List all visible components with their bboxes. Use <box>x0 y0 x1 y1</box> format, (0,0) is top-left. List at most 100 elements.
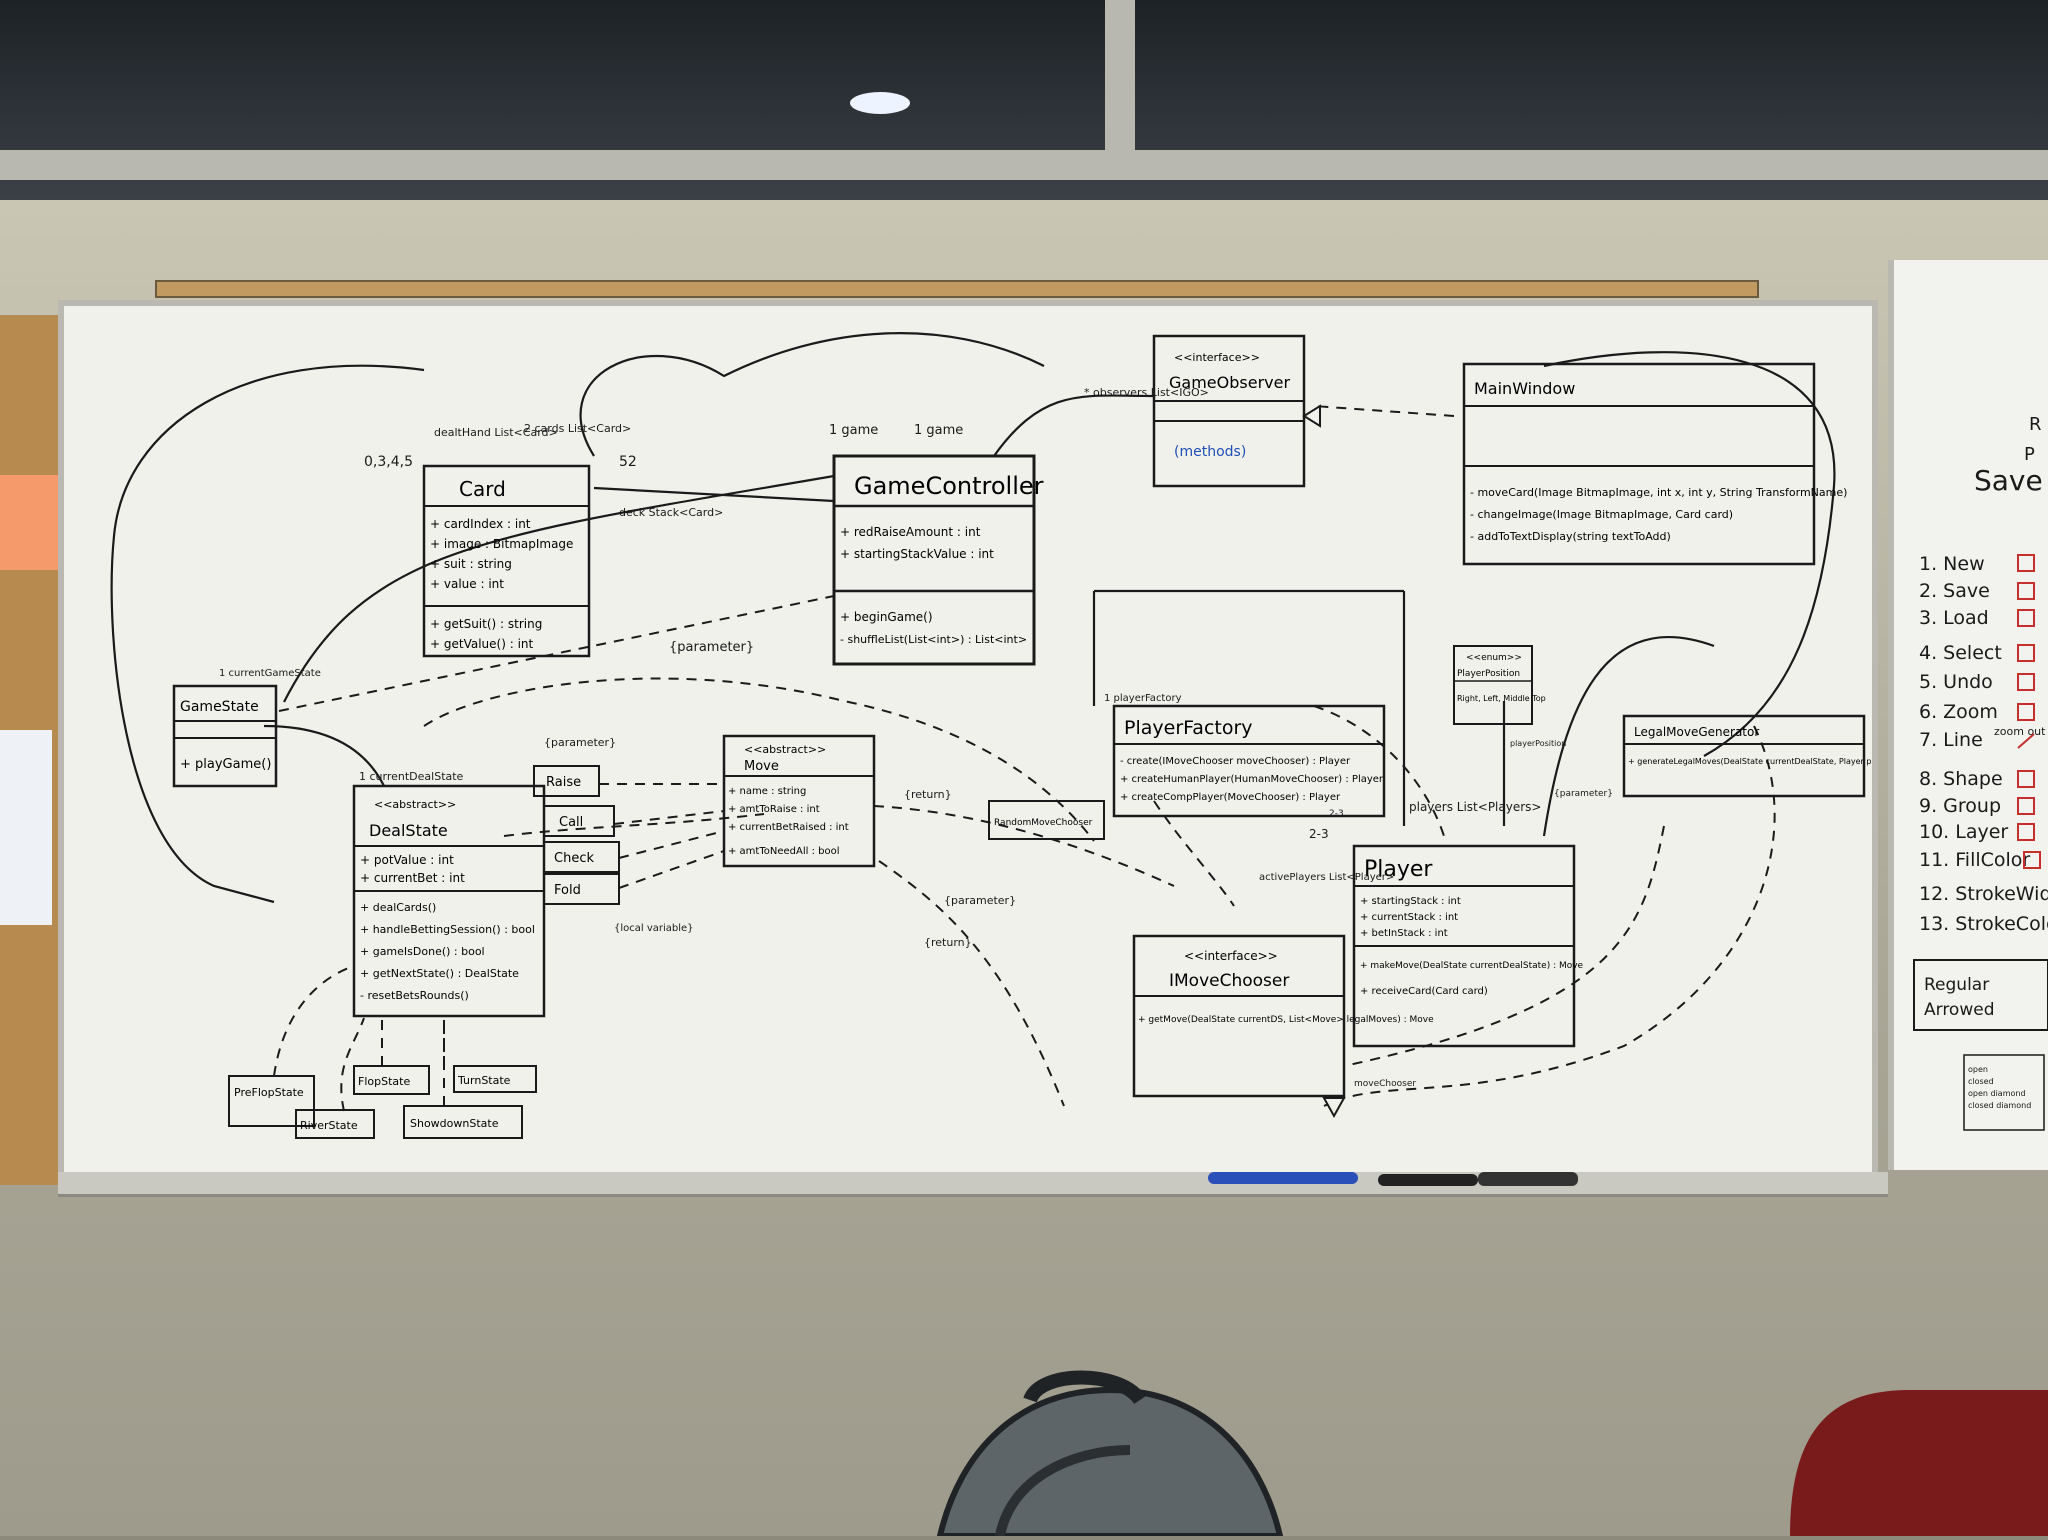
move-subclasses: Raise Call Check Fold <box>533 765 620 905</box>
op: - create(IMoveChooser moveChooser) : Pla… <box>1120 756 1351 767</box>
gamestate-dealstate-link <box>263 724 385 787</box>
label-dealt-hand: dealtHand List<Card> <box>434 426 558 439</box>
corkboard <box>0 315 66 1185</box>
class-player-factory: PlayerFactory - create(IMoveChooser move… <box>1112 704 1386 818</box>
backpack <box>880 1370 1310 1539</box>
class-name: IMoveChooser <box>1169 971 1289 991</box>
methods-note: (methods) <box>1174 444 1246 460</box>
box-flop: FlopState <box>358 1075 410 1088</box>
small-note-line: closed <box>1968 1077 1994 1086</box>
dep-legal-player <box>1343 825 1665 1067</box>
class-game-controller: GameController + redRaiseAmount : int + … <box>832 454 1044 666</box>
eraser[interactable] <box>1478 1172 1578 1186</box>
label-current-deal-state: 1 currentDealState <box>359 770 464 783</box>
attr: + startingStack : int <box>1360 896 1461 907</box>
inherit-river <box>340 1017 365 1112</box>
whiteboard: GameController + redRaiseAmount : int + … <box>58 300 1951 1178</box>
class-name: Player <box>1364 857 1433 882</box>
attr: + currentStack : int <box>1360 912 1458 923</box>
small-note-line: open <box>1968 1065 1988 1074</box>
class-move: <<abstract>> Move + name : string + amtT… <box>722 734 876 868</box>
save-icon <box>2017 582 2035 600</box>
op: + handleBettingSession() : bool <box>360 923 535 936</box>
tool-item: 2. Save <box>1919 580 1990 602</box>
class-name: PlayerPosition <box>1457 669 1520 679</box>
attr: + betInStack : int <box>1360 928 1448 939</box>
box-preflop: PreFlopState <box>234 1086 304 1099</box>
realization-arrow <box>1302 404 1321 428</box>
label-mult-23b: 2-3 <box>1329 809 1344 819</box>
op: - shuffleList(List<int>) : List<int> <box>840 633 1027 646</box>
layer-icon <box>2017 823 2035 841</box>
box-showdown: ShowdownState <box>410 1117 499 1130</box>
attr: + amtToNeedAll : bool <box>728 846 840 857</box>
attr: + startingStackValue : int <box>840 547 994 561</box>
enum-player-position: <<enum>> PlayerPosition Right, Left, Mid… <box>1453 645 1546 725</box>
attr: + image : BitmapImage <box>430 537 573 551</box>
top-loop <box>579 332 1045 457</box>
inherit-preflop <box>273 965 355 1077</box>
tool-item: 11. FillColor <box>1919 849 2030 871</box>
class-name: GameObserver <box>1169 373 1290 392</box>
legend-regular: Regular <box>1924 975 1989 995</box>
line-icon <box>2017 733 2035 749</box>
op: + createHumanPlayer(HumanMoveChooser) : … <box>1120 774 1384 785</box>
small-note-line: open diamond <box>1968 1089 2026 1098</box>
map-rail <box>155 280 1759 298</box>
label-deck: deck Stack<Card> <box>619 506 723 519</box>
dep-gamestate <box>278 595 835 712</box>
label-parameter-1: {parameter} <box>669 640 754 655</box>
uml-diagram: GameController + redRaiseAmount : int + … <box>110 332 1951 1139</box>
label-local-variable: {local variable} <box>614 923 694 934</box>
label-return-2: {return} <box>924 936 972 949</box>
class-legal-move-generator: LegalMoveGenerator + generateLegalMoves(… <box>1622 714 1951 798</box>
window-mullion <box>1105 0 1135 160</box>
label-parameter-2: {parameter} <box>544 736 616 749</box>
box-check: Check <box>554 851 594 866</box>
class-name: GameState <box>180 699 259 715</box>
label-return-1: {return} <box>904 788 952 801</box>
class-player: Player + startingStack : int + currentSt… <box>1352 844 1584 1048</box>
attr: + amtToRaise : int <box>728 804 820 815</box>
op: - addToTextDisplay(string textToAdd) <box>1470 530 1671 543</box>
small-note: open closed open diamond closed diamond <box>1968 1065 2031 1110</box>
label-mult-23a: 2-3 <box>1309 827 1329 841</box>
dep-call-move <box>613 810 725 825</box>
class-name: DealState <box>369 821 448 840</box>
dep-legal-imove <box>1323 725 1776 1107</box>
attr: + redRaiseAmount : int <box>840 525 981 539</box>
dep-random-imove <box>1153 800 1235 907</box>
tool-item: 4. Select <box>1919 642 2002 664</box>
marker-tray <box>58 1172 1888 1197</box>
tool-item: 12. StrokeWidth <box>1919 883 2048 905</box>
dep-check-move <box>618 830 725 859</box>
dep-fold-move <box>618 850 725 889</box>
dep-dealstate-player <box>423 677 1095 842</box>
chair <box>1770 1370 2048 1536</box>
new-icon <box>2017 554 2035 572</box>
enum-values: Right, Left, Middle Top <box>1457 694 1546 703</box>
label-card-mult: 0,3,4,5 <box>364 454 413 470</box>
class-name: RandomMoveChooser <box>994 818 1093 828</box>
attr: + suit : string <box>430 557 512 571</box>
side-whiteboard: R P Save 1. New 2. Save 3. Load 4. Selec… <box>1888 260 2048 1170</box>
shape-icon <box>2017 770 2035 788</box>
tool-list: R P Save 1. New 2. Save 3. Load 4. Selec… <box>1913 414 2048 1131</box>
select-icon <box>2017 644 2035 662</box>
box-call: Call <box>559 815 583 830</box>
tool-item: 6. Zoom <box>1919 701 1998 723</box>
outer-loop-left <box>110 364 425 904</box>
class-name: Card <box>459 477 506 501</box>
black-marker[interactable] <box>1378 1174 1478 1186</box>
dep-move-player <box>873 805 1175 887</box>
stereotype: <<abstract>> <box>374 798 456 811</box>
op: + getValue() : int <box>430 637 534 651</box>
op: + receiveCard(Card card) <box>1360 986 1488 997</box>
blue-marker[interactable] <box>1208 1172 1358 1184</box>
attr: + name : string <box>728 786 806 797</box>
class-card: Card + cardIndex : int + image : BitmapI… <box>422 464 591 658</box>
tool-item: 13. StrokeColor <box>1919 913 2048 935</box>
tool-item: 3. Load <box>1919 607 1989 629</box>
zoom-note: zoom out <box>1994 725 2046 738</box>
box-river: RiverState <box>300 1119 358 1132</box>
